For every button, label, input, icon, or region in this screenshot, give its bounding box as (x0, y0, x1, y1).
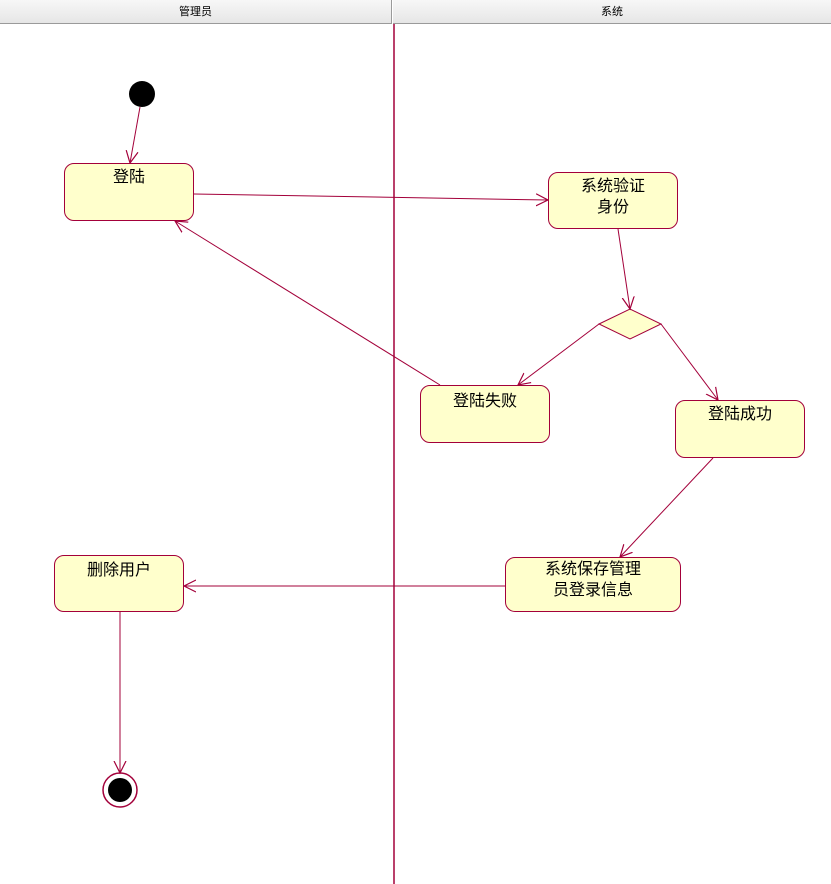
decision-node[interactable] (597, 308, 663, 340)
end-node-inner (108, 778, 132, 802)
transition-verify-to-decision[interactable] (617, 228, 630, 309)
swimlane-header-system[interactable]: 系统 (393, 0, 831, 24)
activity-verify-identity[interactable]: 系统验证 身份 (548, 172, 678, 229)
transition-decision-to-fail[interactable] (518, 323, 600, 385)
activity-save-login-info[interactable]: 系统保存管理 员登录信息 (505, 557, 681, 612)
transition-start-to-login[interactable] (130, 106, 141, 163)
transition-success-to-save[interactable] (620, 457, 714, 557)
activity-login-success[interactable]: 登陆成功 (675, 400, 805, 458)
start-node[interactable] (129, 81, 155, 107)
activity-login-failed[interactable]: 登陆失败 (420, 385, 550, 443)
transition-fail-to-login[interactable] (175, 221, 441, 386)
transition-login-to-verify[interactable] (193, 194, 548, 200)
swimlane-header-admin[interactable]: 管理员 (0, 0, 392, 24)
transition-decision-to-success[interactable] (660, 323, 718, 400)
activity-login[interactable]: 登陆 (64, 163, 194, 221)
activity-delete-user[interactable]: 删除用户 (54, 555, 184, 612)
